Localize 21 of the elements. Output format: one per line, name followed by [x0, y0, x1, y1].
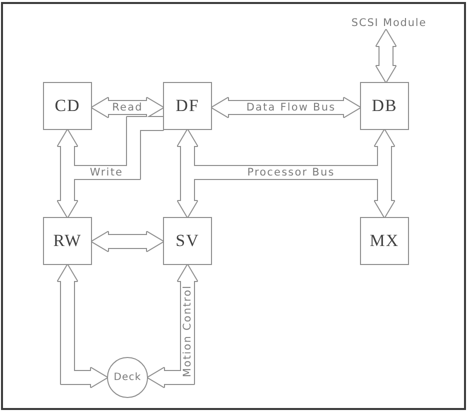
edge-label: Write — [90, 167, 124, 178]
double-block-arrow — [91, 97, 164, 118]
block-box: DB — [360, 82, 409, 130]
double-block-arrow — [91, 231, 164, 252]
double-block-arrow — [177, 129, 395, 218]
round-node: Deck — [107, 357, 148, 398]
double-block-arrow — [57, 264, 108, 388]
block-arrow — [57, 116, 164, 218]
double-block-arrow — [211, 97, 361, 118]
block-box: MX — [360, 217, 409, 265]
double-block-arrow — [376, 29, 396, 83]
edge-label: Processor Bus — [247, 167, 335, 178]
block-box: CD — [43, 82, 92, 130]
edge-label: Motion Control — [182, 284, 193, 378]
block-box: DF — [163, 82, 212, 130]
edge-label: Data Flow Bus — [246, 102, 336, 113]
edge-label: Read — [112, 102, 143, 113]
double-block-arrow — [147, 264, 198, 388]
module-label: SCSI Module — [348, 16, 430, 30]
block-box: SV — [163, 217, 212, 265]
block-box: RW — [43, 217, 92, 265]
